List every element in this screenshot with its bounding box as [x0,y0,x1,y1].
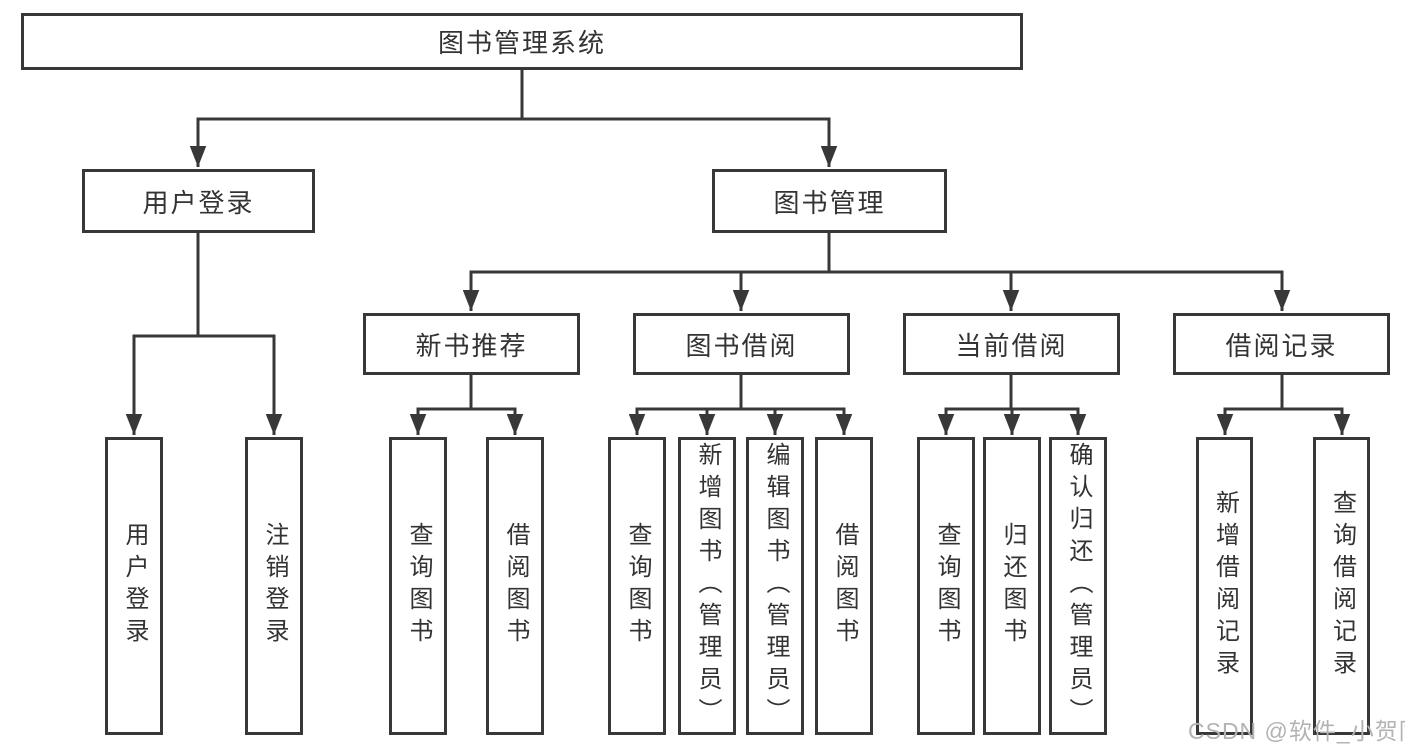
leaf-br-query-record: 查询借阅记录 [1313,437,1370,735]
leaf-bb-add-books-admin: 新增图书（管理员） [678,437,736,735]
node-user-login-label: 用户登录 [142,187,255,218]
node-library-management-system-label: 图书管理系统 [437,28,606,58]
leaf-user-login: 用户登录 [105,437,163,735]
leaf-bb-query-books-label: 查询图书 [624,522,651,650]
node-book-borrowing-label: 图书借阅 [685,330,798,361]
node-book-borrowing: 图书借阅 [633,313,850,375]
leaf-bb-borrow-books: 借阅图书 [815,437,873,735]
leaf-cb-return-books: 归还图书 [983,437,1041,735]
node-library-management-system: 图书管理系统 [21,13,1023,70]
leaf-nbr-query-books: 查询图书 [389,437,447,735]
node-book-management: 图书管理 [712,169,947,233]
leaf-logout-label: 注销登录 [261,522,288,650]
leaf-cb-confirm-return-admin: 确认归还（管理员） [1049,437,1107,735]
leaf-bb-edit-books-admin: 编辑图书（管理员） [746,437,804,735]
node-new-book-recommendation: 新书推荐 [363,313,580,375]
node-current-borrowing: 当前借阅 [903,313,1120,375]
leaf-cb-query-books-label: 查询图书 [933,522,960,650]
leaf-cb-query-books: 查询图书 [917,437,975,735]
leaf-bb-borrow-books-label: 借阅图书 [831,522,858,650]
node-user-login: 用户登录 [82,169,315,233]
leaf-br-add-record: 新增借阅记录 [1196,437,1253,735]
leaf-bb-edit-books-admin-label: 编辑图书（管理员） [762,442,789,730]
node-borrowing-records: 借阅记录 [1173,313,1390,375]
leaf-logout: 注销登录 [245,437,303,735]
node-new-book-recommendation-label: 新书推荐 [415,330,528,361]
leaf-cb-confirm-return-admin-label: 确认归还（管理员） [1065,442,1092,730]
leaf-user-login-label: 用户登录 [121,522,148,650]
leaf-cb-return-books-label: 归还图书 [999,522,1026,650]
csdn-watermark: CSDN @软件_小贺同学 [1188,718,1405,744]
leaf-br-query-record-label: 查询借阅记录 [1328,490,1356,682]
node-current-borrowing-label: 当前借阅 [955,330,1068,361]
leaf-nbr-borrow-books-label: 借阅图书 [502,522,529,650]
node-book-management-label: 图书管理 [773,187,886,218]
node-borrowing-records-label: 借阅记录 [1225,330,1338,361]
leaf-bb-add-books-admin-label: 新增图书（管理员） [694,442,721,730]
leaf-nbr-query-books-label: 查询图书 [405,522,432,650]
leaf-nbr-borrow-books: 借阅图书 [486,437,544,735]
leaf-bb-query-books: 查询图书 [608,437,666,735]
leaf-br-add-record-label: 新增借阅记录 [1211,490,1239,682]
